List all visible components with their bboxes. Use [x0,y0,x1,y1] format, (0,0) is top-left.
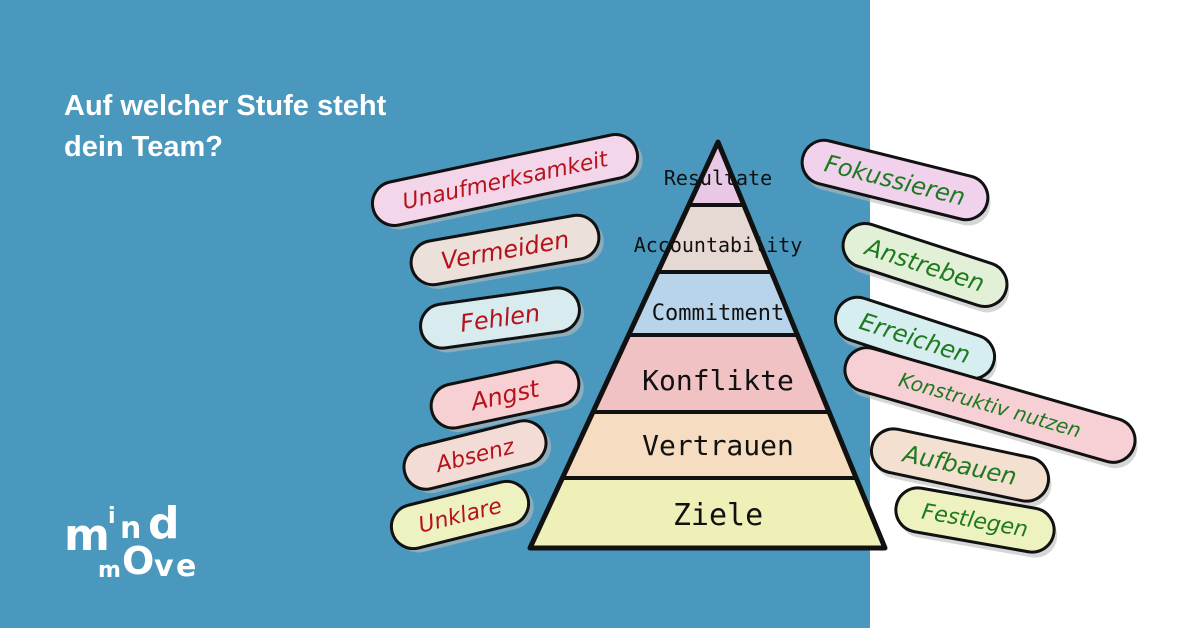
headline: Auf welcher Stufe steht dein Team? [64,86,386,168]
cloud-shape [869,427,1051,503]
dysfunction-cloud: Fehlen [419,286,585,353]
cloud-shape [419,286,581,350]
logo-letter: v [154,549,174,584]
cloud-shape [370,133,640,227]
pyramid-band [562,412,857,478]
cloud-shape [800,138,990,222]
dysfunction-cloud: Absenz [402,419,552,494]
dysfunction-cloud: Unaufmerksamkeit [370,133,643,230]
logo-letter: d [148,498,180,549]
headline-line-2: dein Team? [64,131,223,163]
behavior-cloud: Fokussieren [800,138,991,226]
pyramid-level-label: Resultate [664,166,772,190]
pyramid-level-label: Accountability [634,233,803,257]
pyramid-level-label: Konflikte [642,364,794,397]
cloud-shape [389,479,531,551]
pyramid-level-label: Vertrauen [642,429,794,462]
pyramid-band [657,205,772,272]
logo-letter: O [122,539,155,583]
dysfunction-cloud: Vermeiden [409,213,604,289]
behavior-cloud: Anstreben [841,222,1010,313]
logo-letter: n [120,511,142,546]
pyramid-level-label: Commitment [652,301,784,326]
pyramid-band [628,272,798,335]
headline-line-1: Auf welcher Stufe steht [64,90,387,122]
dysfunction-cloud: Angst [429,360,584,433]
logo-letter: e [176,549,197,584]
logo-letter: m [64,510,110,561]
logo-letter: m [98,558,121,583]
cloud-shape [409,213,601,287]
dysfunction-cloud: Unklare [389,479,534,553]
cloud-shape [429,360,581,430]
pyramid-band [592,335,830,412]
pyramid-bands [530,142,885,548]
cloud-shape [843,346,1137,464]
cloud-shape [402,419,548,491]
pyramid-outline [527,139,888,551]
cloud-shape [841,222,1009,308]
pyramid-band [688,142,744,205]
logo-letter: i [108,504,116,529]
behavior-cloud: Festlegen [894,486,1058,558]
pyramid-level-label: Ziele [673,498,763,533]
pyramid-band [530,478,885,548]
cloud-shape [894,486,1056,554]
behavior-cloud: Aufbauen [869,427,1052,507]
mind-move-logo: m i n d m O v e [64,500,224,590]
